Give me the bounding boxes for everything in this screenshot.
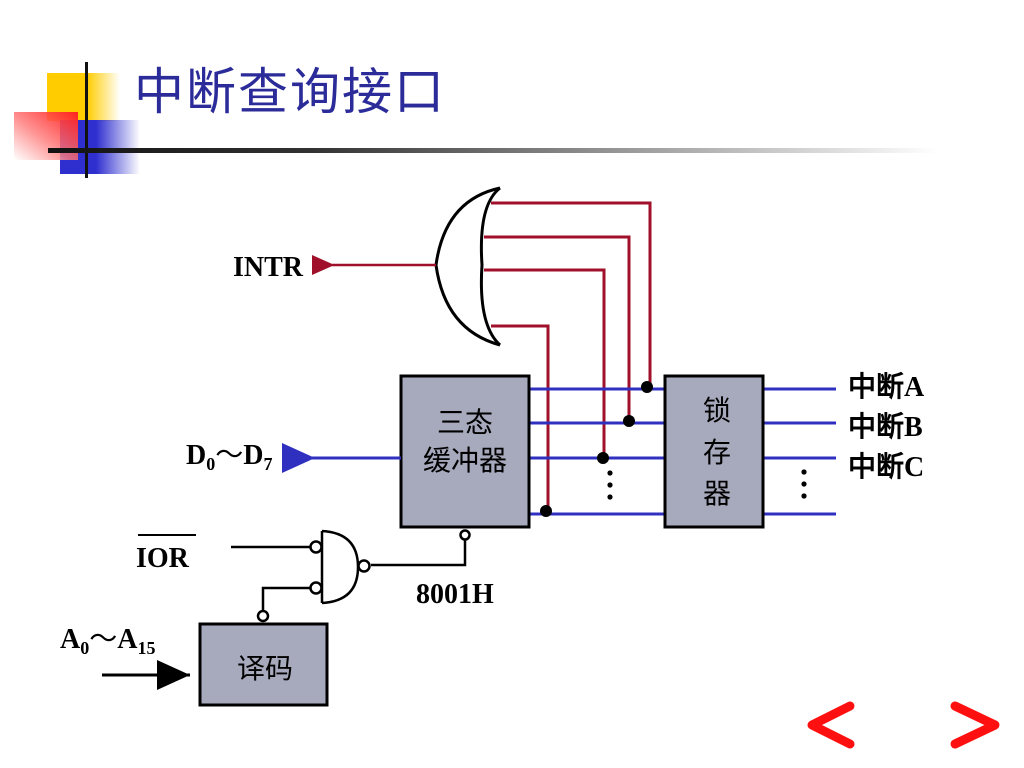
latch-label-line2: 存 bbox=[703, 436, 731, 469]
intr-label: INTR bbox=[233, 252, 304, 283]
gate-input-bubble-1 bbox=[309, 540, 323, 554]
port-address-label: 8001H bbox=[416, 579, 494, 610]
interrupt-label-c: 中断C bbox=[848, 450, 924, 483]
and-gate bbox=[309, 529, 371, 605]
or-input-wire-2 bbox=[484, 235, 631, 421]
gate-input-bubble-2 bbox=[309, 581, 323, 595]
arrow-right-icon bbox=[908, 701, 1000, 749]
decoder-label: 译码 bbox=[237, 652, 293, 685]
internal-bus-lines bbox=[530, 387, 666, 516]
buffer-enable-bubble bbox=[459, 529, 471, 541]
or-input-wire-1 bbox=[491, 201, 652, 387]
ellipsis-dots-middle bbox=[607, 470, 613, 500]
latch-box bbox=[663, 374, 765, 529]
or-input-wires bbox=[484, 201, 652, 511]
decoder-box bbox=[198, 622, 329, 707]
enable-wire bbox=[371, 540, 467, 567]
latch-label-line3: 器 bbox=[703, 477, 731, 510]
title-decoration-vertical-line bbox=[85, 62, 88, 178]
title-underline bbox=[48, 148, 938, 153]
or-input-wire-3 bbox=[484, 268, 606, 458]
decoder-output-wire bbox=[261, 586, 310, 610]
latch-label-line1: 锁 bbox=[703, 394, 731, 427]
ellipsis-dots-right bbox=[801, 469, 807, 499]
arrow-left-icon bbox=[807, 701, 902, 749]
buffer-label-line2: 缓冲器 bbox=[423, 444, 507, 477]
or-gate bbox=[434, 186, 502, 347]
buffer-label-line1: 三态 bbox=[437, 406, 493, 439]
junction-dots bbox=[540, 381, 653, 517]
gate-output-bubble bbox=[357, 559, 371, 573]
data-bus-label: D0～D7 bbox=[186, 440, 272, 474]
interrupt-input-lines bbox=[764, 387, 836, 516]
junction-dot bbox=[597, 452, 609, 464]
address-bus-label: A0～A15 bbox=[60, 624, 155, 658]
decoder-output-bubble bbox=[256, 609, 270, 623]
slide-title: 中断查询接口 bbox=[134, 63, 446, 121]
or-input-wire-4 bbox=[491, 324, 550, 511]
next-slide-button[interactable] bbox=[908, 701, 1000, 749]
interrupt-label-b: 中断B bbox=[848, 410, 923, 443]
junction-dot bbox=[540, 505, 552, 517]
tristate-buffer-box bbox=[399, 374, 531, 529]
junction-dot bbox=[641, 381, 653, 393]
junction-dot bbox=[623, 415, 635, 427]
prev-slide-button[interactable] bbox=[807, 701, 902, 749]
interrupt-label-a: 中断A bbox=[848, 370, 925, 403]
ior-label: IOR bbox=[136, 543, 190, 574]
